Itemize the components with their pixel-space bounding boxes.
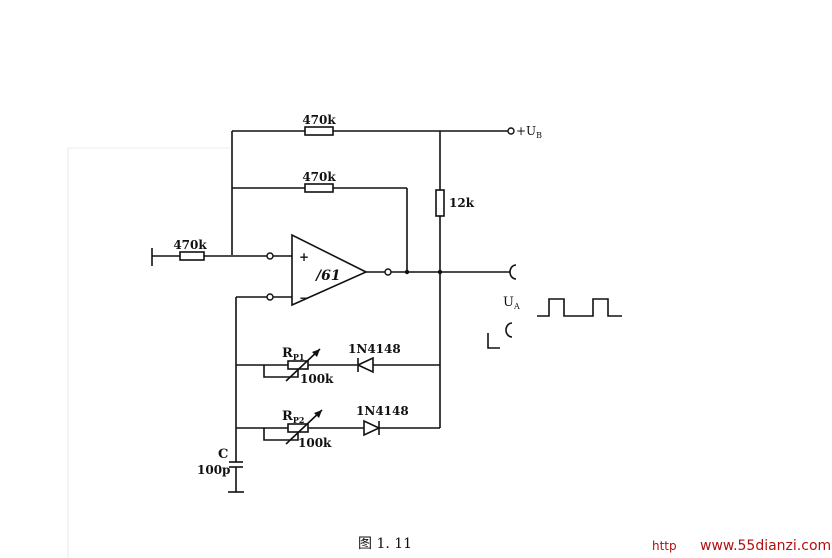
rp2-value: 100k (298, 436, 332, 450)
watermark-site: www.55dianzi.com (700, 538, 831, 554)
supply-rail (231, 127, 515, 255)
resistor-12k (435, 189, 445, 217)
resistor-470k-input-label: 470k (173, 238, 207, 252)
output-jack (509, 264, 517, 280)
rp2-label: RP2 (282, 409, 304, 425)
resistor-470k-top (304, 126, 334, 136)
opamp-symbol (291, 233, 368, 307)
figure-caption: 图 1. 11 (358, 536, 412, 552)
diode2-label: 1N4148 (356, 404, 409, 418)
resistor-470k-feedback (304, 183, 334, 193)
feedback-path (232, 187, 408, 272)
resistor-470k-top-label: 470k (302, 113, 336, 127)
diode1-label: 1N4148 (348, 342, 401, 356)
rp1-adjust-arrowhead (312, 349, 320, 357)
supply-terminal (507, 127, 515, 135)
minus-input-terminal (266, 293, 274, 301)
opamp-label: /61 (314, 268, 341, 284)
reference-jack (505, 322, 513, 338)
rp2-adjust-arrowhead (314, 410, 322, 418)
resistor-470k-input (179, 251, 205, 261)
output-terminal (384, 268, 392, 276)
supply-label: +UB (516, 124, 542, 140)
junction-feedback (404, 269, 410, 275)
rp1-value: 100k (300, 372, 334, 386)
rp1-label: RP1 (282, 346, 304, 362)
resistor-12k-label: 12k (449, 196, 475, 210)
minus-sign: − (299, 291, 309, 305)
rp1-wiper (263, 365, 299, 378)
plus-sign: + (299, 250, 309, 264)
ground-reference-line (487, 333, 500, 349)
output-label: UA (503, 295, 520, 311)
plus-input-terminal (266, 252, 274, 260)
diode1-triangle (356, 356, 374, 374)
rp2-adjust-arrow-line (285, 409, 323, 445)
diode2-triangle (363, 419, 381, 437)
rp2-wiper (263, 428, 299, 441)
resistor-470k-feedback-label: 470k (302, 170, 336, 184)
square-wave (537, 298, 622, 317)
watermark-prefix: http (652, 539, 677, 553)
capacitor-value: 100p (197, 463, 230, 477)
capacitor-label: C (218, 447, 228, 462)
